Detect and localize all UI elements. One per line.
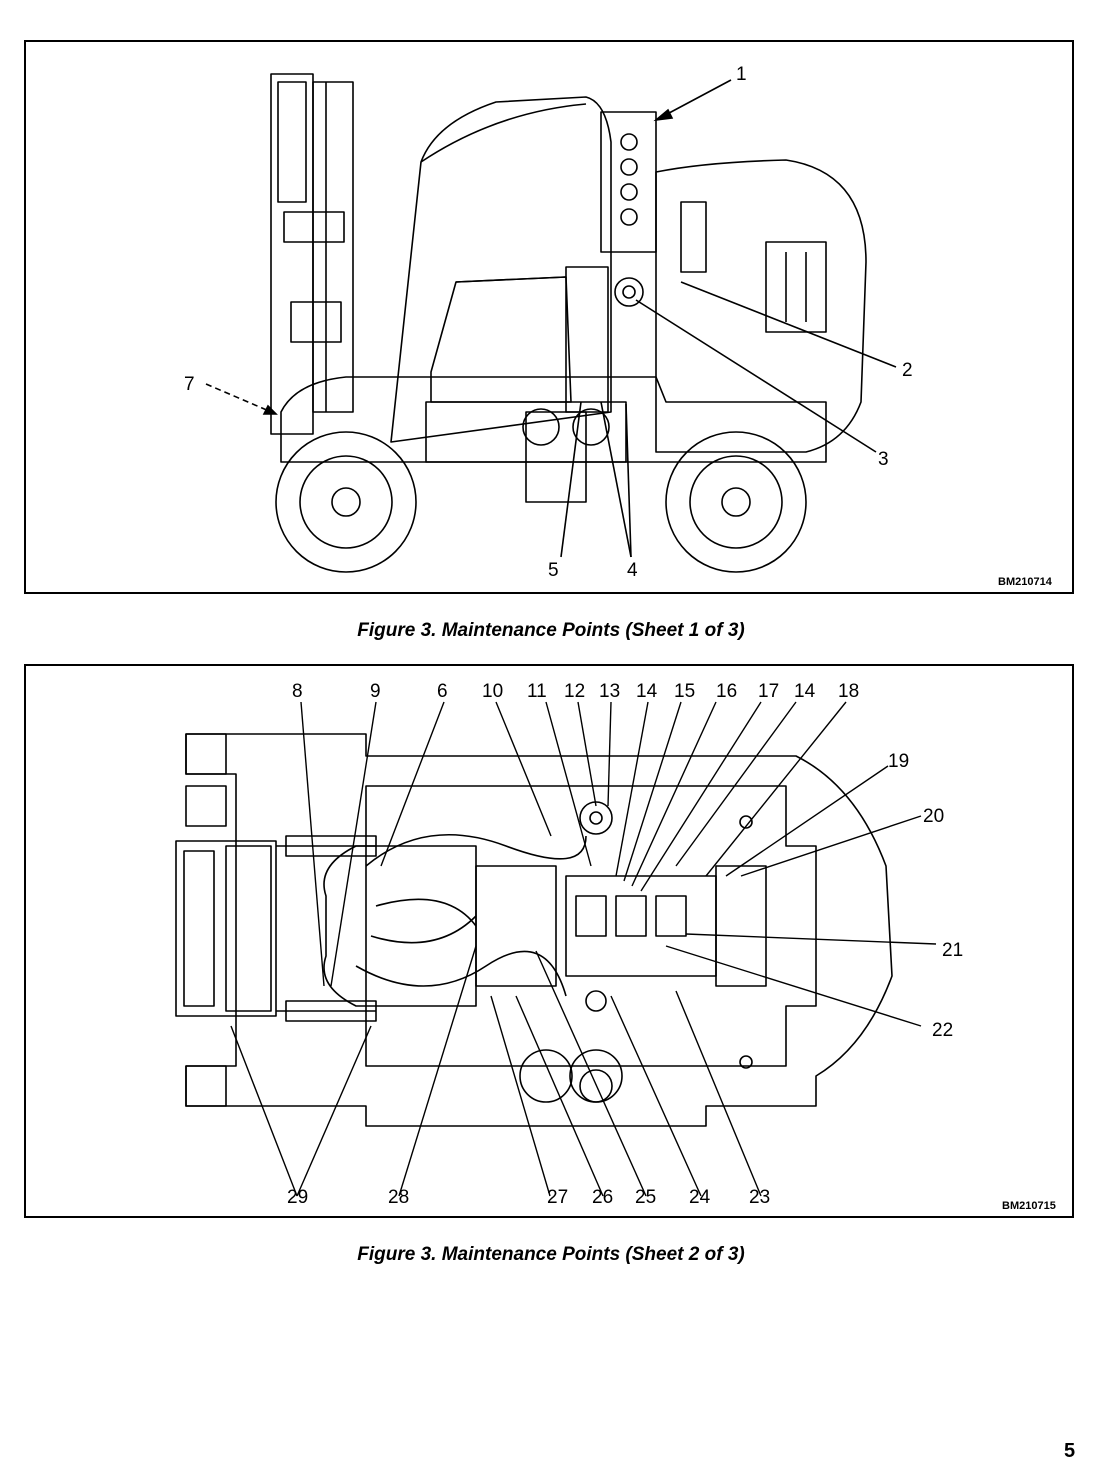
figure-2-caption: Figure 3. Maintenance Points (Sheet 2 of…	[357, 1244, 745, 1265]
callout-6: 6	[437, 681, 448, 702]
figure-1-callouts: 1 2 3 4 5 7	[184, 64, 913, 581]
callout-13: 13	[599, 681, 620, 702]
callout-20: 20	[923, 806, 944, 827]
callout-3: 3	[878, 449, 889, 470]
callout-15: 15	[674, 681, 695, 702]
callout-10: 10	[482, 681, 503, 702]
figure-1-frame: 1 2 3 4 5 7 BM210714	[24, 40, 1074, 594]
callout-21: 21	[942, 940, 963, 961]
callout-8: 8	[292, 681, 303, 702]
figure-2-drawing	[175, 701, 937, 1197]
callout-9: 9	[370, 681, 381, 702]
callout-19: 19	[888, 751, 909, 772]
callout-29: 29	[287, 1187, 308, 1208]
callout-26: 26	[592, 1187, 613, 1208]
figure-2-callouts: 8 9 6 10 11 12 13 14 15 16 17 14 18 19 2…	[287, 681, 963, 1208]
callout-27: 27	[547, 1187, 568, 1208]
callout-14-b: 14	[794, 681, 816, 702]
figure-2-frame: 8 9 6 10 11 12 13 14 15 16 17 14 18 19 2…	[24, 664, 1074, 1218]
callout-12: 12	[564, 681, 585, 702]
figure-1-drawing	[205, 73, 897, 573]
callout-14-a: 14	[636, 681, 658, 702]
callout-11: 11	[527, 681, 547, 702]
figure-1-code: BM210714	[998, 576, 1052, 588]
callout-24: 24	[689, 1187, 711, 1208]
callout-2: 2	[902, 360, 913, 381]
callout-16: 16	[716, 681, 737, 702]
callout-22: 22	[932, 1020, 953, 1041]
page-number: 5	[1064, 1440, 1076, 1462]
figure-1-caption: Figure 3. Maintenance Points (Sheet 1 of…	[357, 620, 745, 641]
callout-25: 25	[635, 1187, 656, 1208]
callout-7: 7	[184, 374, 195, 395]
callout-18: 18	[838, 681, 859, 702]
callout-4: 4	[627, 560, 638, 581]
callout-23: 23	[749, 1187, 770, 1208]
callout-5: 5	[548, 560, 559, 581]
figure-2-code: BM210715	[1002, 1200, 1056, 1212]
callout-1: 1	[736, 64, 747, 85]
callout-17: 17	[758, 681, 779, 702]
callout-28: 28	[388, 1187, 409, 1208]
